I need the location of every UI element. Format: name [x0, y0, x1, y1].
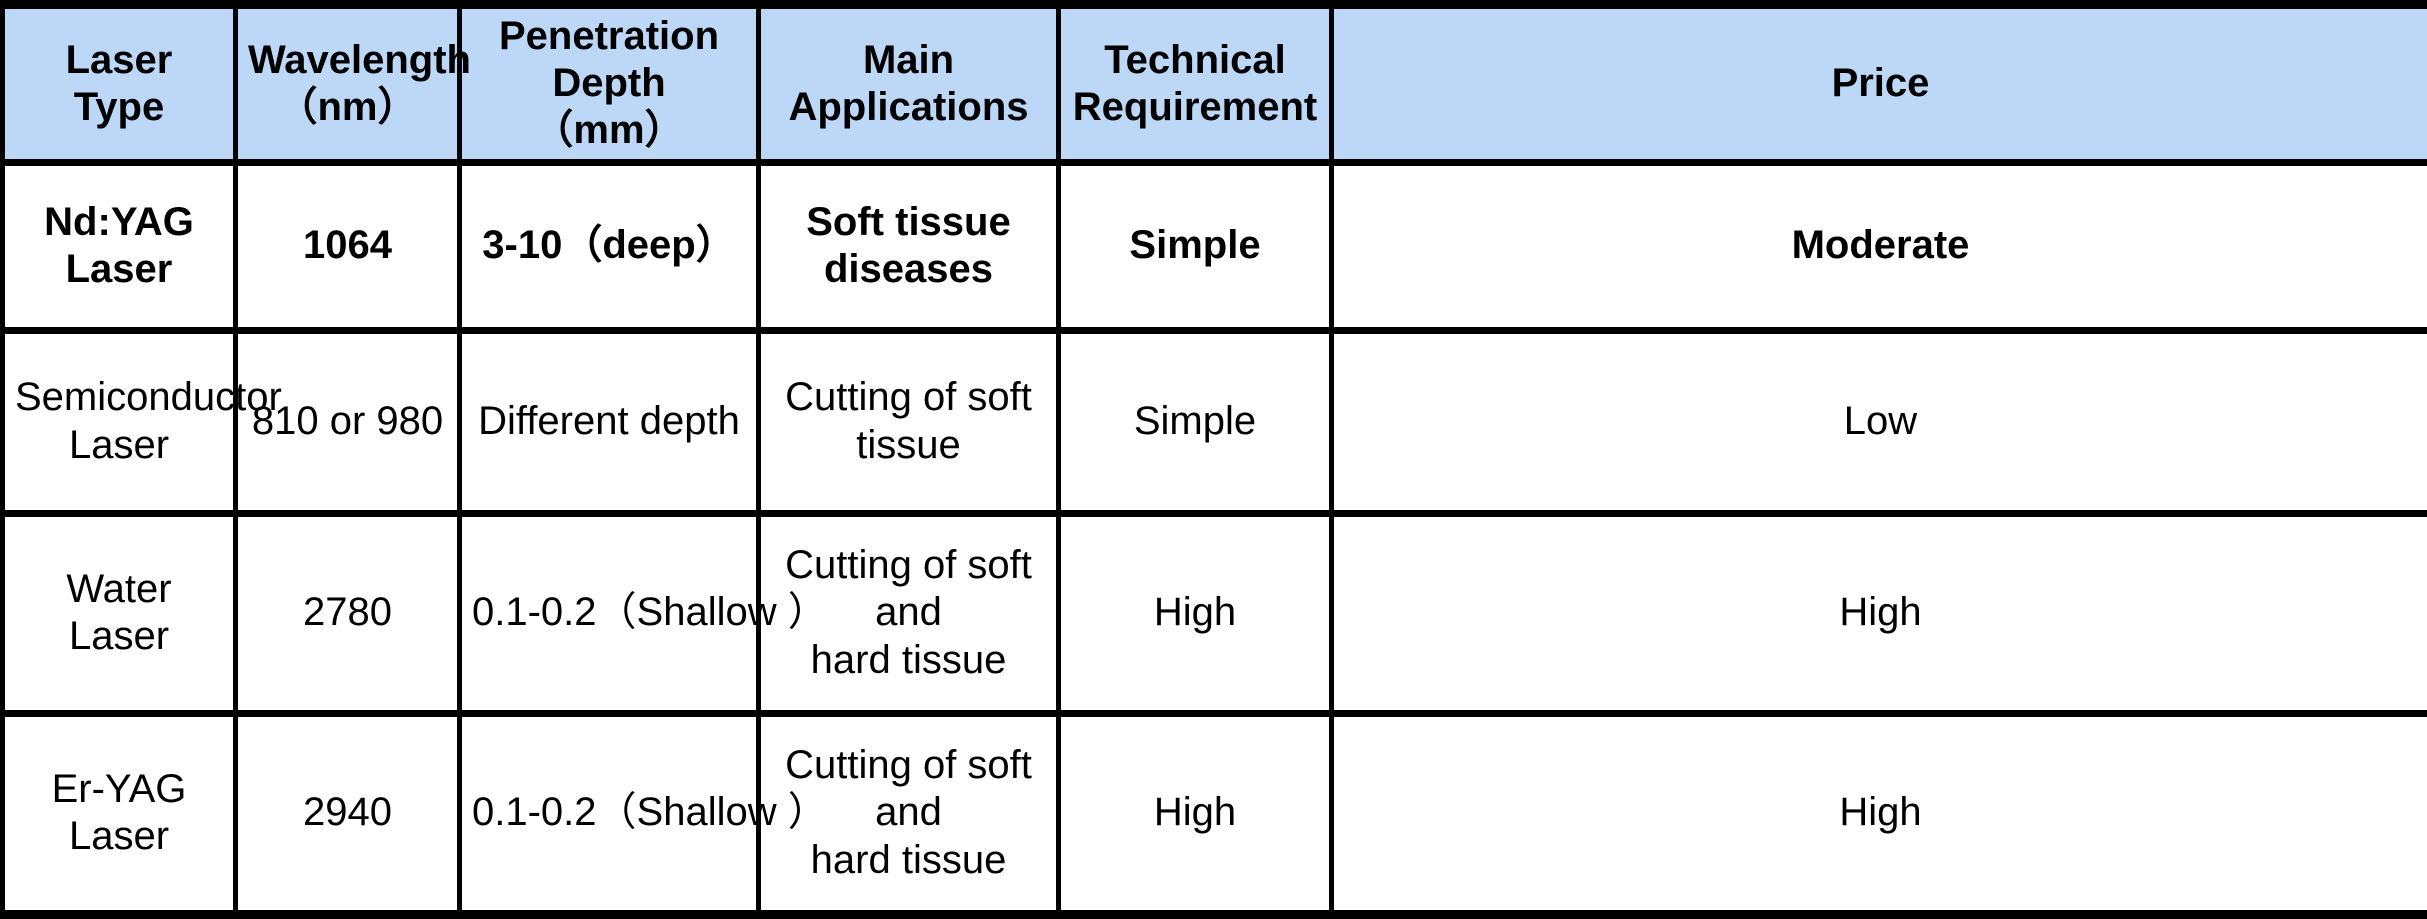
cell-wavelength: 2940 — [236, 713, 460, 914]
column-header-penetration-depth-line1: Penetration Depth — [472, 13, 746, 107]
cell-penetration-depth: 0.1-0.2（Shallow ） — [460, 713, 759, 914]
table-row: Semiconductor Laser 810 or 980 Different… — [3, 330, 2427, 513]
column-header-technical-requirement: Technical Requirement — [1059, 5, 1332, 163]
header-row: Laser Type Wavelength （nm） Penetration D… — [3, 5, 2427, 163]
cell-penetration-depth-value: 0.1-0.2（Shallow ） — [472, 589, 746, 636]
column-header-laser-type: Laser Type — [3, 5, 236, 163]
column-header-penetration-depth: Penetration Depth （mm） — [460, 5, 759, 163]
cell-price: Low — [1332, 330, 2427, 513]
cell-technical-requirement-value: Simple — [1071, 222, 1319, 269]
cell-price-value: Moderate — [1344, 222, 2417, 269]
cell-laser-type: Water Laser — [3, 513, 236, 713]
cell-laser-type-line2: Laser — [15, 422, 223, 469]
cell-laser-type: Nd:YAG Laser — [3, 162, 236, 330]
cell-price: High — [1332, 713, 2427, 914]
cell-technical-requirement: Simple — [1059, 330, 1332, 513]
cell-laser-type: Semiconductor Laser — [3, 330, 236, 513]
cell-penetration-depth-value: 3-10（deep） — [472, 222, 746, 269]
cell-laser-type-line1: Water Laser — [15, 566, 223, 660]
cell-wavelength: 1064 — [236, 162, 460, 330]
cell-technical-requirement: Simple — [1059, 162, 1332, 330]
table-row: Er-YAG Laser 2940 0.1-0.2（Shallow ） Cutt… — [3, 713, 2427, 914]
table-body: Nd:YAG Laser 1064 3-10（deep） Soft tissue… — [3, 162, 2427, 914]
cell-laser-type-line1: Semiconductor — [15, 374, 223, 421]
column-header-technical-requirement-line2: Requirement — [1071, 84, 1319, 131]
cell-price-value: High — [1344, 789, 2417, 836]
column-header-main-applications: Main Applications — [759, 5, 1059, 163]
cell-main-applications: Cutting of soft tissue — [759, 330, 1059, 513]
cell-wavelength-value: 2780 — [248, 589, 447, 636]
cell-wavelength-value: 2940 — [248, 789, 447, 836]
cell-penetration-depth-value: Different depth — [472, 398, 746, 445]
cell-main-applications-line2: hard tissue — [771, 837, 1046, 884]
column-header-main-applications-line1: Main Applications — [771, 37, 1046, 131]
cell-main-applications: Soft tissue diseases — [759, 162, 1059, 330]
cell-penetration-depth-value: 0.1-0.2（Shallow ） — [472, 789, 746, 836]
column-header-price: Price — [1332, 5, 2427, 163]
column-header-wavelength-line1: Wavelength — [248, 37, 447, 84]
table-row: Water Laser 2780 0.1-0.2（Shallow ） Cutti… — [3, 513, 2427, 713]
cell-technical-requirement: High — [1059, 513, 1332, 713]
cell-wavelength-value: 810 or 980 — [248, 398, 447, 445]
cell-laser-type-line1: Nd:YAG Laser — [15, 199, 223, 293]
cell-technical-requirement-value: High — [1071, 589, 1319, 636]
column-header-laser-type-line1: Laser Type — [15, 37, 223, 131]
cell-price: High — [1332, 513, 2427, 713]
cell-penetration-depth: 0.1-0.2（Shallow ） — [460, 513, 759, 713]
cell-price-value: High — [1344, 589, 2417, 636]
cell-wavelength: 2780 — [236, 513, 460, 713]
cell-laser-type-line1: Er-YAG Laser — [15, 766, 223, 860]
cell-wavelength-value: 1064 — [248, 222, 447, 269]
cell-price: Moderate — [1332, 162, 2427, 330]
cell-penetration-depth: Different depth — [460, 330, 759, 513]
cell-price-value: Low — [1344, 398, 2417, 445]
column-header-wavelength-line2: （nm） — [248, 84, 447, 131]
cell-main-applications-line2: hard tissue — [771, 637, 1046, 684]
cell-penetration-depth: 3-10（deep） — [460, 162, 759, 330]
table-header: Laser Type Wavelength （nm） Penetration D… — [3, 5, 2427, 163]
column-header-technical-requirement-line1: Technical — [1071, 37, 1319, 84]
cell-technical-requirement-value: High — [1071, 789, 1319, 836]
column-header-price-line1: Price — [1344, 60, 2417, 107]
cell-technical-requirement: High — [1059, 713, 1332, 914]
cell-main-applications-line1: Soft tissue diseases — [771, 199, 1046, 293]
cell-laser-type: Er-YAG Laser — [3, 713, 236, 914]
column-header-wavelength: Wavelength （nm） — [236, 5, 460, 163]
cell-wavelength: 810 or 980 — [236, 330, 460, 513]
table-row: Nd:YAG Laser 1064 3-10（deep） Soft tissue… — [3, 162, 2427, 330]
cell-main-applications-line1: Cutting of soft tissue — [771, 374, 1046, 468]
column-header-penetration-depth-line2: （mm） — [472, 107, 746, 154]
cell-technical-requirement-value: Simple — [1071, 398, 1319, 445]
